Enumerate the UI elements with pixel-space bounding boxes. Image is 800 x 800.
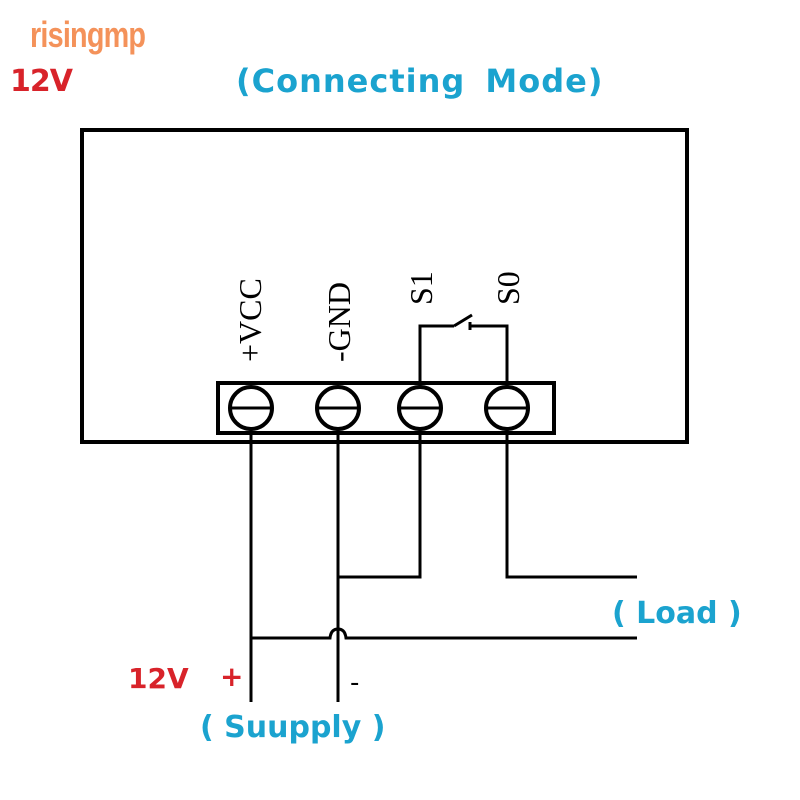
pin-label-vcc: +VCC (232, 278, 268, 362)
terminal-screw-s0 (484, 385, 530, 431)
supply-voltage-label: 12V (128, 662, 189, 695)
supply-minus-label: - (350, 668, 360, 698)
supply-label: ( Suupply ) (200, 710, 386, 745)
pin-label-s1: S1 (403, 271, 439, 305)
voltage-label-top: 12V (10, 64, 73, 99)
switch-right-wire (471, 324, 509, 386)
supply-plus-label: + (220, 660, 244, 693)
load-label: ( Load ) (612, 596, 742, 631)
switch-blade (453, 313, 473, 328)
pin-label-gnd: -GND (321, 282, 357, 362)
diagram-title: (Connecting Mode) (236, 62, 604, 100)
pin-label-s0: S0 (490, 271, 526, 305)
module-box (80, 128, 689, 444)
terminal-screw-vcc (228, 385, 274, 431)
terminal-screw-s1 (397, 385, 443, 431)
wire-s0-to-load (505, 429, 637, 579)
switch-left-wire (418, 324, 454, 386)
switch (418, 313, 509, 386)
wire-gnd-to-s1 (338, 429, 422, 579)
terminal-screw-gnd (315, 385, 361, 431)
watermark-logo: risingmp (30, 14, 146, 55)
wire-supply-to-load (251, 627, 637, 640)
